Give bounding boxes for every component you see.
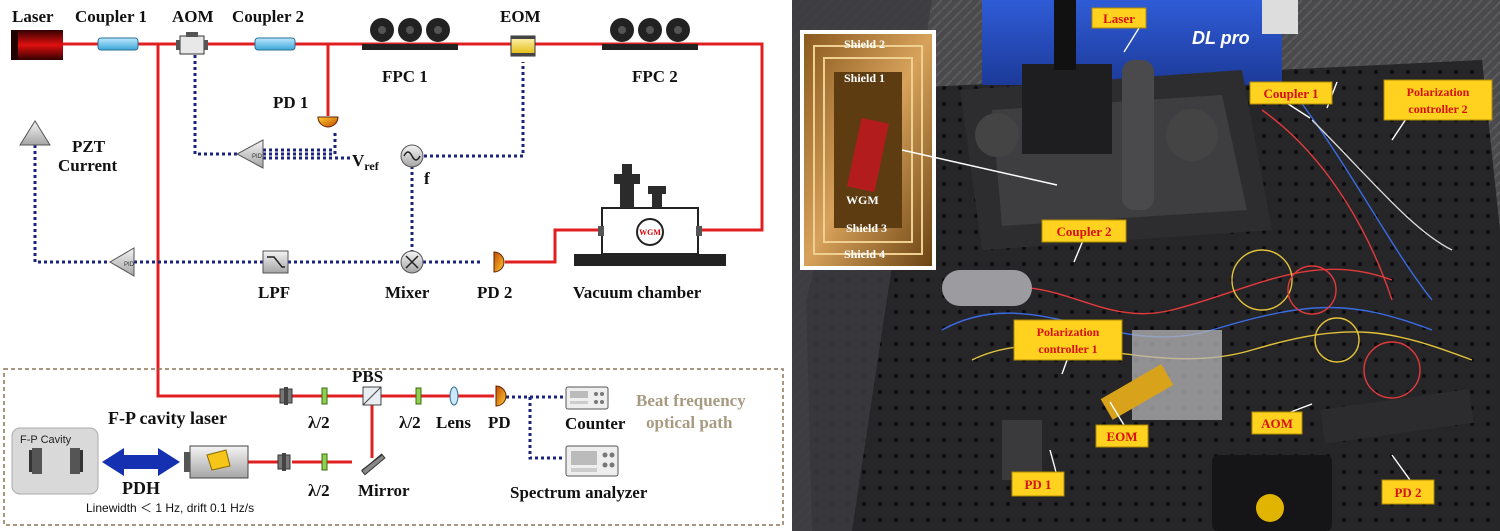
pd2-icon xyxy=(493,251,505,273)
counter-device xyxy=(565,386,609,410)
optical-path-label: optical path xyxy=(646,413,733,432)
coupler2-component xyxy=(254,37,296,51)
fp-cavity-box xyxy=(11,427,99,495)
fp-laser-label: F-P cavity laser xyxy=(108,408,227,428)
vacuum-label: Vacuum chamber xyxy=(573,283,702,302)
beat-frequency-box xyxy=(3,368,784,526)
current-label: Current xyxy=(58,156,118,175)
svg-text:DL pro: DL pro xyxy=(1192,28,1250,48)
photo-pd2-label: PD 2 xyxy=(1394,485,1421,500)
setup-schematic: Laser Coupler 1 AOM Coupler 2 FPC 1 EOM … xyxy=(3,7,784,526)
photo-pc1-label-2: controller 1 xyxy=(1038,342,1097,356)
aom-label: AOM xyxy=(172,7,214,26)
pd1-label: PD 1 xyxy=(273,93,308,112)
photo-aom-device xyxy=(1320,389,1474,444)
inset-shield4: Shield 4 xyxy=(844,247,885,261)
fpc2-label: FPC 2 xyxy=(632,67,678,86)
setup-photo: DL pro Shield 2 Shield xyxy=(792,0,1500,531)
pd2-label: PD 2 xyxy=(477,283,512,302)
inset-shield1: Shield 1 xyxy=(844,71,885,85)
photo-controller-screen xyxy=(1212,455,1332,531)
photo-coupler1-label: Coupler 1 xyxy=(1263,86,1318,101)
hwp-top-left-icon xyxy=(321,387,328,405)
lens-icon xyxy=(449,386,459,406)
svg-text:PID: PID xyxy=(252,154,263,160)
mixer-icon xyxy=(400,250,424,274)
pid-amp-icon: PID xyxy=(235,139,264,169)
linewidth-label: Linewidth ＜ 1 Hz, drift 0.1 Hz/s xyxy=(86,501,254,515)
spectrum-analyzer-device xyxy=(565,445,619,477)
svg-text:PID: PID xyxy=(124,262,135,268)
lpf-label: LPF xyxy=(258,283,290,302)
inset-shield3: Shield 3 xyxy=(846,221,887,235)
hwp-bottom-icon xyxy=(321,453,328,471)
eom-component xyxy=(510,35,536,57)
photo-laser-label: Laser xyxy=(1103,11,1135,26)
photo-pc2-label-2: controller 2 xyxy=(1408,102,1467,116)
fp-cavity-label: F-P Cavity xyxy=(20,434,72,446)
photo-pd1-label: PD 1 xyxy=(1024,477,1051,492)
lens-label: Lens xyxy=(436,413,471,432)
vref-label: Vref xyxy=(352,151,380,173)
hwp-top-left-label: λ/2 xyxy=(308,413,330,432)
lpf-icon xyxy=(262,250,289,274)
coupler2-label: Coupler 2 xyxy=(232,7,304,26)
hwp-bottom-label: λ/2 xyxy=(308,481,330,500)
hwp-top-right-icon xyxy=(415,387,422,405)
mirror-label: Mirror xyxy=(358,481,410,500)
fpc1-label: FPC 1 xyxy=(382,67,428,86)
pzt-label: PZT xyxy=(72,137,106,156)
photo-pc1-label-1: Polarization xyxy=(1037,325,1100,339)
coupler1-component xyxy=(97,37,139,51)
inset-shield2: Shield 2 xyxy=(844,37,885,51)
photo-eom-label: EOM xyxy=(1106,429,1137,444)
pdh-arrow-icon xyxy=(102,448,180,476)
collimator-bottom xyxy=(277,453,291,471)
hwp-top-right-label: λ/2 xyxy=(399,413,421,432)
spectrum-analyzer-label: Spectrum analyzer xyxy=(510,483,648,502)
pdh-label: PDH xyxy=(122,478,160,498)
electrical-paths xyxy=(33,55,565,460)
pd1-icon xyxy=(317,116,339,128)
photo-aom-label: AOM xyxy=(1261,416,1293,431)
counter-label: Counter xyxy=(565,414,626,433)
photo-eom-device xyxy=(1100,364,1174,420)
eom-label: EOM xyxy=(500,7,541,26)
photo-inset xyxy=(800,30,1058,270)
signal-source-icon xyxy=(400,144,424,168)
pd-label: PD xyxy=(488,413,511,432)
photo-coupler2-label: Coupler 2 xyxy=(1056,224,1111,239)
photo-pc2-label-1: Polarization xyxy=(1407,85,1470,99)
pid-amp-icon-2: PID xyxy=(109,247,135,277)
collimator-top xyxy=(279,387,293,405)
f-label: f xyxy=(424,169,430,188)
photo-laser-unit: DL pro xyxy=(960,0,1298,250)
pd-icon xyxy=(495,385,507,407)
inset-wgm: WGM xyxy=(846,193,879,207)
pbs-label: PBS xyxy=(352,367,383,386)
photo-pc1-paddles xyxy=(942,270,1032,306)
mixer-label: Mixer xyxy=(385,283,430,302)
aom-component xyxy=(176,32,208,55)
pbs-icon xyxy=(362,386,382,406)
beat-frequency-label: Beat frequency xyxy=(636,391,746,410)
fpc1-component xyxy=(362,18,458,50)
laser-component xyxy=(11,30,63,60)
fpc2-component xyxy=(602,18,698,50)
laser-label: Laser xyxy=(12,7,54,26)
coupler1-label: Coupler 1 xyxy=(75,7,147,26)
mirror-icon xyxy=(361,453,386,476)
vacuum-chamber xyxy=(574,164,726,266)
fp-laser-head xyxy=(184,445,249,479)
pzt-amp-icon xyxy=(19,120,51,146)
wgm-label: WGM xyxy=(639,228,661,237)
